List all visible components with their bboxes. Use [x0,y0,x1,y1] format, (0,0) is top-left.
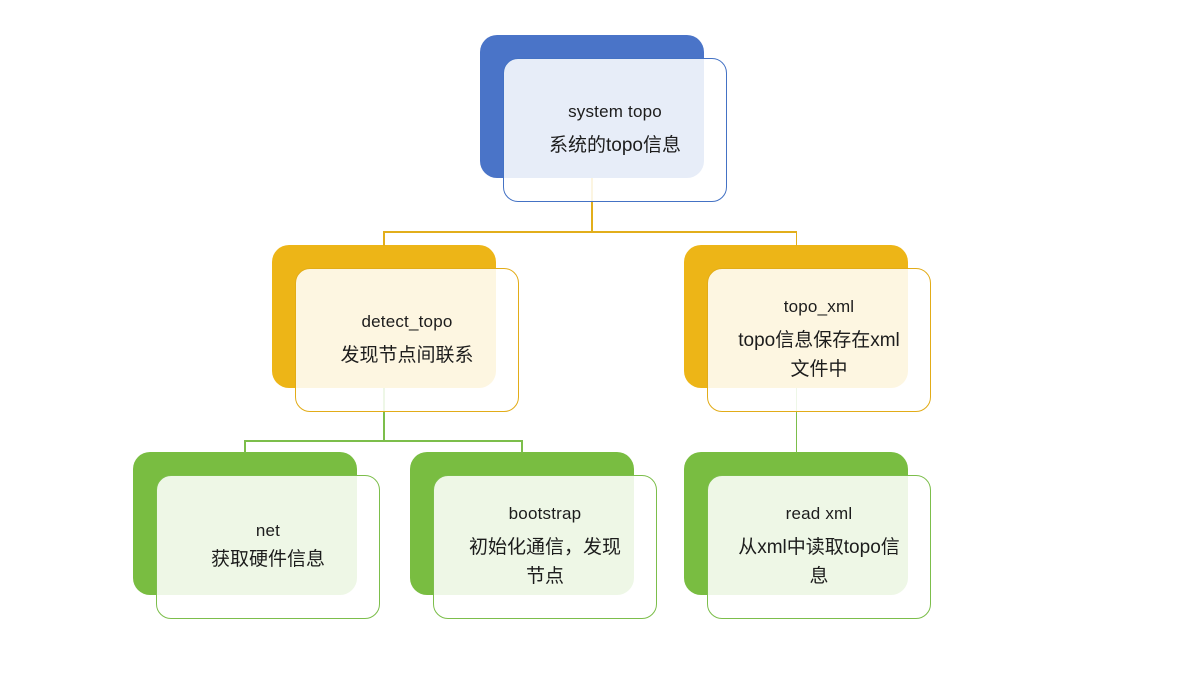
connector-topoxml-stem [795,388,797,453]
node-front-card: detect_topo 发现节点间联系 [295,268,519,412]
node-front-card: system topo 系统的topo信息 [503,58,727,202]
node-subtitle: 发现节点间联系 [340,344,474,366]
connector-detect-bar [244,440,523,442]
node-read-xml[interactable]: read xml 从xml中读取topo信 息 [684,452,931,619]
node-subtitle: 系统的topo信息 [549,134,681,156]
node-title: system topo [568,101,662,121]
node-title: bootstrap [508,504,582,523]
node-bootstrap[interactable]: bootstrap 初始化通信，发现 节点 [410,452,657,619]
node-title: topo_xml [783,297,855,316]
node-subtitle: 获取硬件信息 [210,549,325,570]
node-title: net [255,521,281,540]
node-front-card: topo_xml topo信息保存在xml 文件中 [707,268,931,412]
connector-root-stem [591,178,593,232]
node-net[interactable]: net 获取硬件信息 [133,452,380,619]
connector-detect-drop-right [521,440,523,453]
connector-detect-drop-left [244,440,246,453]
node-title: detect_topo [361,311,453,331]
node-subtitle: 初始化通信，发现 节点 [468,537,621,587]
node-title: read xml [785,504,853,523]
node-topo-xml[interactable]: topo_xml topo信息保存在xml 文件中 [684,245,931,412]
connector-root-drop-right [795,231,797,246]
connector-root-bar [383,231,797,233]
connector-root-drop-left [383,231,385,246]
node-detect-topo[interactable]: detect_topo 发现节点间联系 [272,245,519,412]
node-system-topo[interactable]: system topo 系统的topo信息 [480,35,727,202]
node-front-card: read xml 从xml中读取topo信 息 [707,475,931,619]
connector-detect-stem [383,388,385,441]
node-front-card: bootstrap 初始化通信，发现 节点 [433,475,657,619]
node-front-card: net 获取硬件信息 [156,475,380,619]
node-subtitle: 从xml中读取topo信 息 [738,537,900,587]
node-subtitle: topo信息保存在xml 文件中 [738,330,900,380]
